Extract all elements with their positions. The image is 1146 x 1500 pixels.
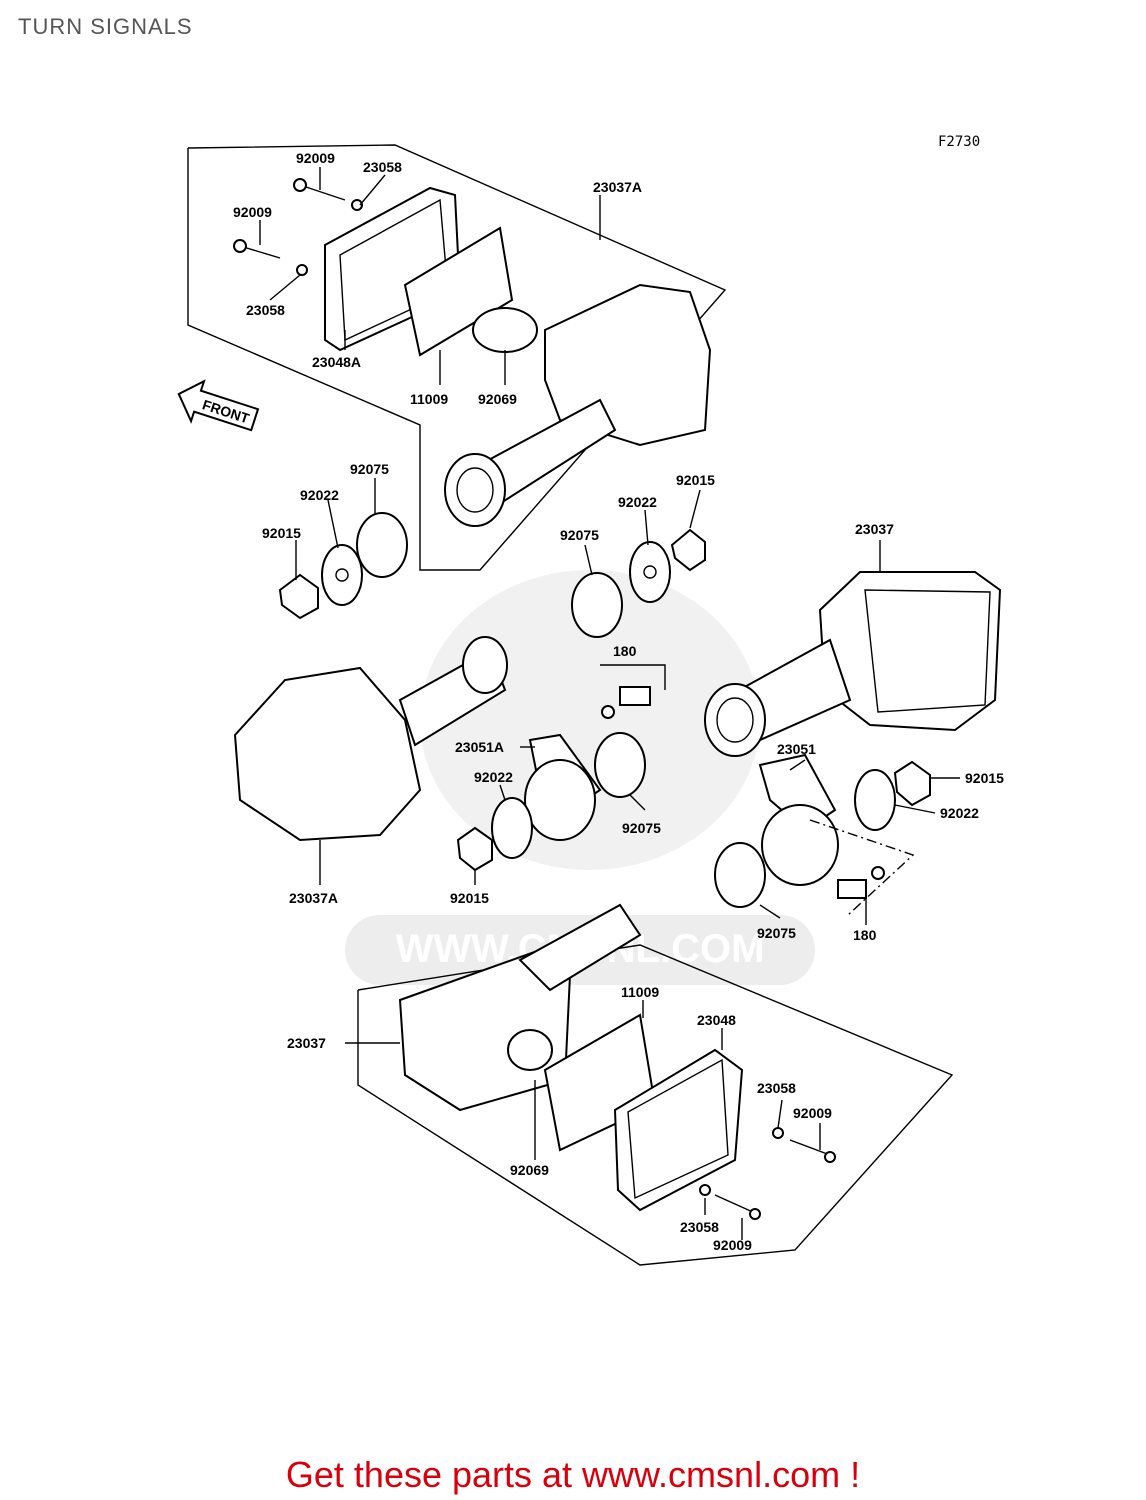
part-label: 92009 (296, 150, 335, 166)
part-label: 180 (613, 643, 637, 659)
part-label: 11009 (621, 984, 659, 1000)
part-label: 23048A (312, 354, 361, 370)
middle-mount-hardware (571, 528, 706, 638)
part-label: 92009 (713, 1237, 752, 1253)
part-label: 23037A (593, 179, 642, 195)
part-label: 23037 (287, 1035, 326, 1051)
page-title: TURN SIGNALS (18, 14, 193, 39)
part-label: 23051 (777, 741, 816, 757)
part-label: 23037 (855, 521, 894, 537)
part-label: 92009 (793, 1105, 832, 1121)
part-label: 180 (853, 927, 877, 943)
part-label: 23051A (455, 739, 504, 755)
part-label: 23048 (697, 1012, 736, 1028)
part-label: 92015 (450, 890, 489, 906)
part-label: 92075 (622, 820, 661, 836)
cmsnl-watermark: WWW.CMSNL.COM (345, 570, 815, 985)
part-label: 92022 (940, 805, 979, 821)
left-mount-hardware (278, 512, 408, 620)
call-to-action-link[interactable]: Get these parts at www.cmsnl.com ! (285, 1454, 861, 1495)
part-label: 92075 (757, 925, 796, 941)
part-label: 23037A (289, 890, 338, 906)
part-label: 92022 (618, 494, 657, 510)
assembly-23037-right (704, 571, 1002, 757)
part-label: 23058 (680, 1219, 719, 1235)
part-label: 92015 (676, 472, 715, 488)
part-label: 11009 (410, 391, 448, 407)
assembly-23037A-top (187, 144, 727, 571)
part-labels: 92009 23058 92009 23058 23048A 11009 920… (233, 150, 1004, 1253)
part-label: 92015 (262, 525, 301, 541)
part-label: 92022 (300, 487, 339, 503)
assembly-23037A-left (233, 636, 508, 842)
part-label: 92069 (510, 1162, 549, 1178)
part-label: 92075 (560, 527, 599, 543)
figure-code: F2730 (938, 134, 980, 150)
part-label: 92075 (350, 461, 389, 477)
front-arrow: FRONT (177, 379, 260, 432)
bracket-hardware (456, 686, 931, 916)
part-label: 23058 (363, 159, 402, 175)
part-label: 92009 (233, 204, 272, 220)
leader-lines (259, 167, 960, 1240)
part-label: 92015 (965, 770, 1004, 786)
assembly-23037-bottom (357, 903, 954, 1266)
part-label: 92022 (474, 769, 513, 785)
part-label: 23058 (246, 302, 285, 318)
part-label: 23058 (757, 1080, 796, 1096)
part-label: 92069 (478, 391, 517, 407)
